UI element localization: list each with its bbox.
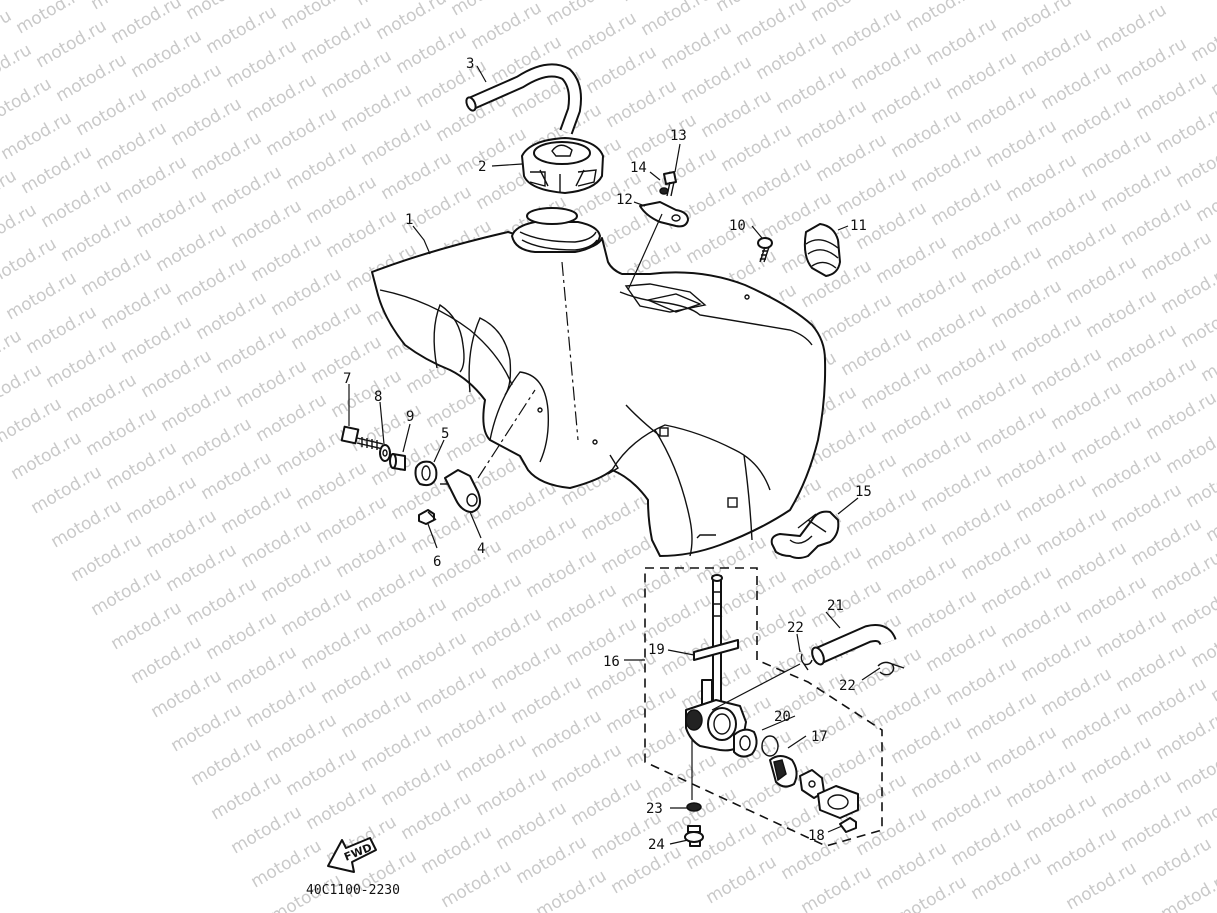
callout-1: 1 [405, 212, 413, 228]
callout-2: 2 [478, 159, 486, 175]
drain-hardware [684, 802, 857, 847]
callout-23: 23 [646, 801, 663, 817]
callout-18: 18 [808, 828, 825, 844]
clamp-11 [803, 223, 841, 277]
callout-11: 11 [850, 218, 867, 234]
fuel-hose [800, 624, 905, 676]
callout-5: 5 [441, 426, 449, 442]
strainer-pipe [693, 574, 739, 703]
callout-17: 17 [811, 729, 828, 745]
callout-12: 12 [616, 192, 633, 208]
drawing-code: 40C1100-2230 [306, 883, 400, 898]
callout-13: 13 [670, 128, 687, 144]
callout-24: 24 [648, 837, 665, 853]
callout-10: 10 [729, 218, 746, 234]
fuel-tank [371, 207, 827, 557]
callout-6: 6 [433, 554, 441, 570]
fuel-cock-assembly-box [644, 567, 883, 847]
screw-10 [757, 237, 773, 263]
fuel-cock [685, 663, 859, 819]
callout-7: 7 [343, 371, 351, 387]
fwd-arrow: FWD [327, 837, 377, 873]
callout-8: 8 [374, 389, 382, 405]
fuel-cap [521, 137, 604, 194]
callout-15: 15 [855, 484, 872, 500]
callout-22-upper: 22 [787, 620, 804, 636]
callout-3: 3 [466, 56, 474, 72]
callout-labels: 1 2 3 4 5 6 7 8 9 10 11 12 13 14 15 16 1… [306, 56, 872, 898]
leader-lines [348, 65, 881, 845]
holder-15 [770, 510, 840, 559]
breather-hose [465, 63, 582, 135]
callout-21: 21 [827, 598, 844, 614]
bracket-hardware-top [627, 171, 689, 291]
callout-22-lower: 22 [839, 678, 856, 694]
callout-20: 20 [774, 709, 791, 725]
callout-4: 4 [477, 541, 485, 557]
callout-14: 14 [630, 160, 647, 176]
fwd-label: FWD [342, 841, 374, 864]
callout-9: 9 [406, 409, 414, 425]
callout-19: 19 [648, 642, 665, 658]
callout-16: 16 [603, 654, 620, 670]
mounting-hardware-front [340, 425, 481, 525]
